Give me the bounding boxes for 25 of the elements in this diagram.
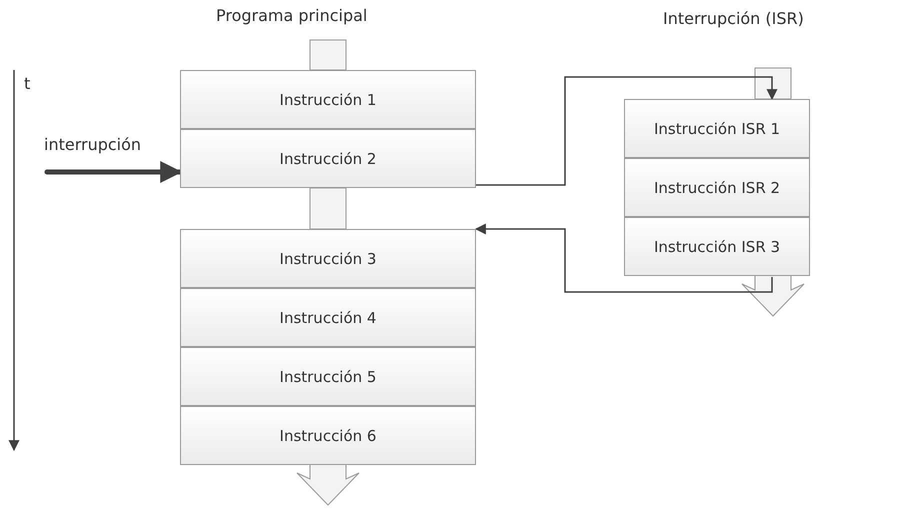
instruction-box: [180, 406, 476, 465]
instruction-text: Instrucción 3: [280, 250, 376, 268]
connector-arrow: [474, 224, 773, 293]
heading: Interrupción (ISR): [663, 9, 804, 28]
instruction-text: Instrucción 2: [280, 150, 376, 168]
instruction-box: [180, 229, 476, 288]
instruction-box: [180, 70, 476, 129]
instruction-box: [624, 99, 810, 158]
interrupt-arrow: [44, 161, 182, 183]
instruction-text: Instrucción ISR 3: [654, 238, 780, 256]
instruction-box: [180, 347, 476, 406]
instruction-text: Instrucción 1: [280, 90, 376, 108]
edge-label: interrupción: [44, 135, 142, 154]
instruction-box: [180, 288, 476, 347]
heading: Programa principal: [216, 6, 368, 25]
instruction-text: Instrucción ISR 1: [654, 120, 780, 138]
instruction-box: [180, 129, 476, 188]
instruction-text: Instrucción ISR 2: [654, 178, 780, 196]
instruction-text: Instrucción 4: [280, 308, 376, 326]
axis-label: t: [24, 74, 30, 93]
instruction-box: [624, 158, 810, 217]
instruction-text: Instrucción 5: [280, 368, 376, 386]
instruction-text: Instrucción 6: [280, 426, 376, 444]
instruction-box: [624, 217, 810, 276]
connector-arrow: [476, 76, 778, 186]
